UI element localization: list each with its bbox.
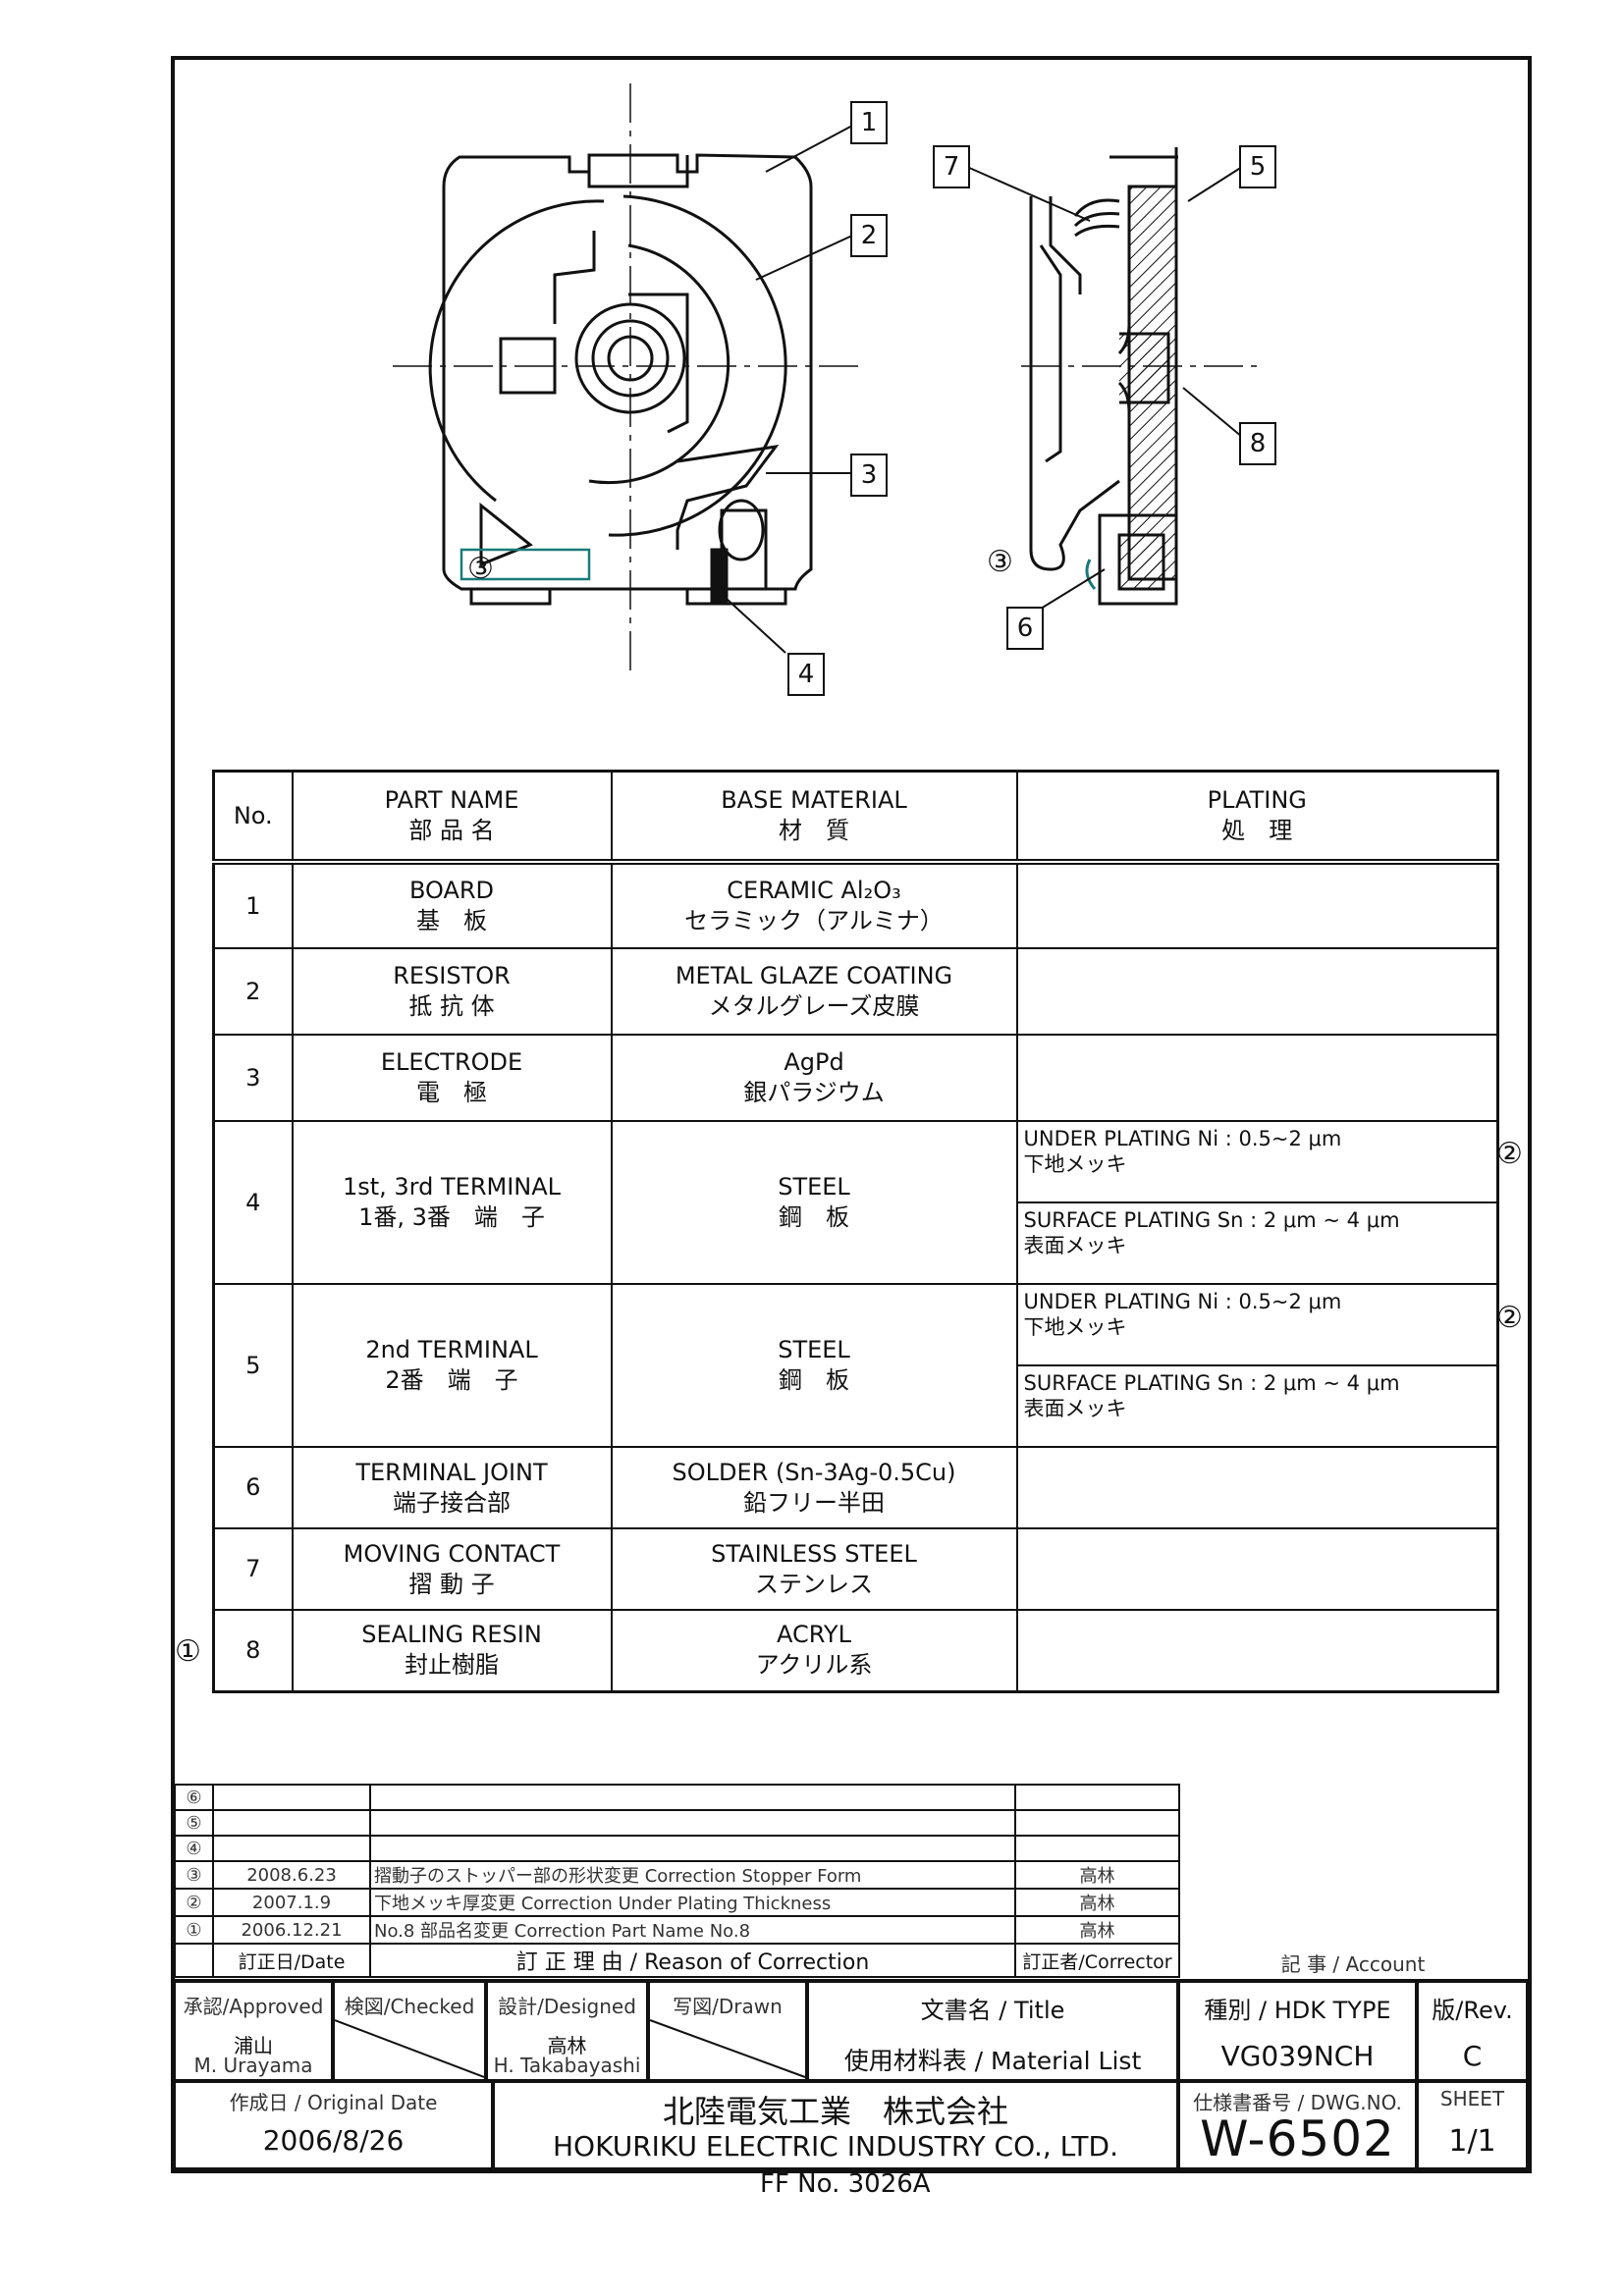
account-label: 記 事 / Account	[1280, 1952, 1426, 1976]
form-number: FF No. 3026A	[760, 2169, 931, 2199]
revision-row: ④	[174, 1835, 1180, 1862]
company-cell: 北陸電気工業 株式会社 HOKURIKU ELECTRIC INDUSTRY C…	[493, 2081, 1178, 2169]
type-cell: 種別 / HDK TYPE VG039NCH	[1178, 1981, 1417, 2081]
callout-1: 1	[850, 101, 888, 144]
revision-mark-row8: ①	[175, 1634, 201, 1669]
revision-mark-row4: ②	[1496, 1137, 1523, 1171]
callout-7: 7	[933, 145, 970, 188]
plating-empty	[1015, 947, 1499, 1036]
drawn-strike	[650, 2019, 805, 2078]
drawn-cell: 写図/Drawn	[648, 1981, 807, 2081]
header-no: No.	[212, 770, 294, 865]
row-no: 1	[212, 861, 294, 949]
callout-8: 8	[1239, 422, 1276, 465]
plating-empty	[1015, 1034, 1499, 1122]
plating-empty	[1015, 1446, 1499, 1529]
callout-4: 4	[787, 653, 825, 696]
plating-empty	[1015, 1609, 1499, 1692]
checked-cell: 検図/Checked	[333, 1981, 486, 2081]
callout-3: 3	[850, 454, 888, 497]
circled-mark-3-side-view: ③	[987, 545, 1013, 579]
revision-corrector-header: 訂正者/Corrector	[1014, 1943, 1180, 1978]
row-no: 7	[212, 1527, 294, 1611]
original-date-cell: 作成日 / Original Date 2006/8/26	[174, 2081, 493, 2169]
component-drawing	[393, 83, 1257, 677]
revision-row: ⑤	[174, 1809, 1180, 1837]
approved-cell: 承認/Approved 浦山 M. Urayama	[174, 1981, 333, 2081]
plating-empty	[1015, 1527, 1499, 1611]
row-no: 6	[212, 1446, 294, 1529]
row-no: 4	[212, 1120, 294, 1285]
row-no: 5	[212, 1283, 294, 1448]
circled-mark-3-top-view: ③	[467, 552, 494, 586]
row-no: 8	[212, 1609, 294, 1692]
callout-2: 2	[850, 214, 888, 257]
sheet-cell: SHEET 1/1	[1417, 2081, 1528, 2169]
title-block-top-rule	[174, 1979, 1528, 1982]
callout-5: 5	[1239, 145, 1276, 188]
checked-strike	[335, 2019, 484, 2078]
base-material: SOLDER (Sn-3Ag-0.5Cu)鉛フリー半田	[610, 1446, 1018, 1529]
title-cell: 文書名 / Title 使用材料表 / Material List	[807, 1981, 1178, 2081]
revision-reason-header: 訂 正 理 由 / Reason of Correction	[369, 1943, 1016, 1978]
revision-row: ⑥	[174, 1784, 1180, 1811]
row-no: 3	[212, 1034, 294, 1122]
revision-header-row: 訂正日/Date 訂 正 理 由 / Reason of Correction …	[174, 1943, 1180, 1978]
drawing-frame	[171, 56, 1532, 2173]
revision-mark-row5: ②	[1496, 1301, 1523, 1335]
designed-cell: 設計/Designed 高林 H. Takabayashi	[486, 1981, 648, 2081]
callout-6: 6	[1006, 607, 1044, 650]
row-no: 2	[212, 947, 294, 1036]
revision-date-header: 訂正日/Date	[212, 1943, 371, 1978]
revision-cell: 版/Rev. C	[1417, 1981, 1528, 2081]
plating-empty	[1015, 861, 1499, 949]
dwg-number-cell: 仕様書番号 / DWG.NO. W-6502	[1178, 2081, 1417, 2169]
